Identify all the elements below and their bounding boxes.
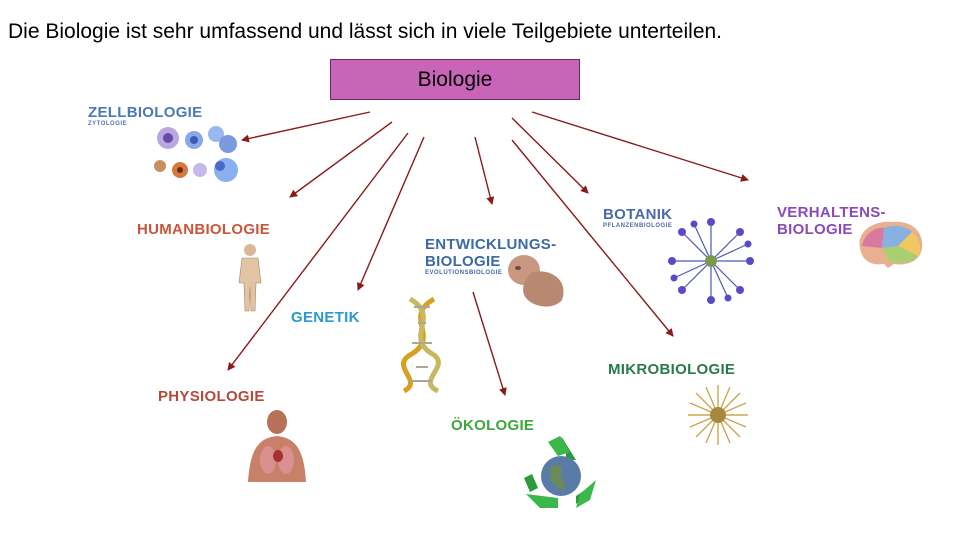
branch-genetik: GENETIK <box>291 309 360 326</box>
branch-label: ZELLBIOLOGIE <box>88 104 203 121</box>
arrow-botanik <box>511 117 589 194</box>
branch-zellbiologie: ZELLBIOLOGIE ZYTOLOGIE <box>88 104 202 128</box>
cells-icon <box>154 126 238 182</box>
branch-entwicklungsbiologie: ENTWICKLUNGS- BIOLOGIE EVOLUTIONSBIOLOGI… <box>425 219 556 294</box>
arrow-verhaltensbiologie <box>531 111 749 182</box>
arrow-zellbiologie <box>241 111 371 143</box>
arrow-mikrobiologie <box>511 139 674 337</box>
fetus-icon <box>508 255 564 307</box>
branch-label: MIKROBIOLOGIE <box>608 361 736 378</box>
branch-botanik: BOTANIK PFLANZENBIOLOGIE <box>603 206 672 230</box>
arrow-humanbiologie <box>289 121 393 198</box>
branch-sublabel: PFLANZENBIOLOGIE <box>603 223 673 229</box>
flower-icon <box>668 218 754 304</box>
human-body-icon <box>238 244 262 312</box>
branch-mikrobiologie: MIKROBIOLOGIE <box>608 361 735 378</box>
branch-humanbiologie: HUMANBIOLOGIE <box>137 221 270 238</box>
branch-label: PHYSIOLOGIE <box>158 388 265 405</box>
branch-label: GENETIK <box>291 309 360 326</box>
branch-physiologie: PHYSIOLOGIE <box>158 388 265 405</box>
arrow-physiologie <box>227 132 409 371</box>
branch-label: ENTWICKLUNGS- BIOLOGIE <box>425 236 557 270</box>
headline: Die Biologie ist sehr umfassend und läss… <box>8 20 723 43</box>
arrow-genetik <box>357 136 425 291</box>
brain-icon <box>859 221 923 268</box>
branch-verhaltensbiologie: VERHALTENS- BIOLOGIE <box>777 187 886 238</box>
dna-icon <box>401 297 441 393</box>
branch-oekologie: ÖKOLOGIE <box>451 417 534 434</box>
root-node-biologie: Biologie <box>330 59 580 100</box>
arrow-oekologie <box>472 291 507 396</box>
branch-label: BOTANIK <box>603 206 673 223</box>
arrow-entwicklungsbiologie <box>474 136 495 205</box>
branch-label: ÖKOLOGIE <box>451 417 535 434</box>
microbe-icon <box>688 385 748 445</box>
branch-sublabel: EVOLUTIONSBIOLOGIE <box>425 270 503 276</box>
branch-label: VERHALTENS- BIOLOGIE <box>777 204 886 238</box>
recycling-globe-icon <box>524 436 596 508</box>
branch-label: HUMANBIOLOGIE <box>137 221 271 238</box>
anatomy-icon <box>248 410 306 482</box>
branch-sublabel: ZYTOLOGIE <box>88 121 128 127</box>
